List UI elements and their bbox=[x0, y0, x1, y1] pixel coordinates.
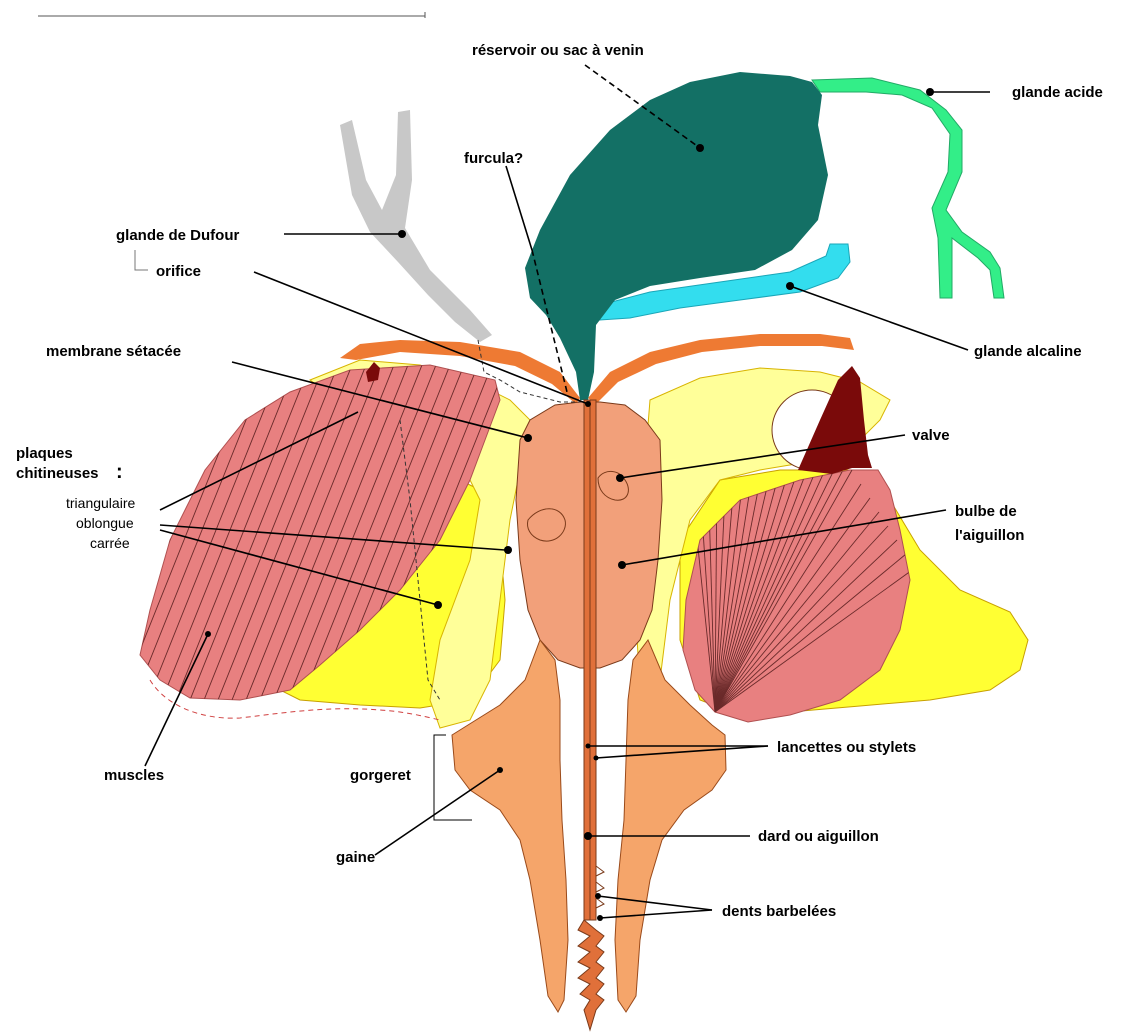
label-sheath: gaine bbox=[336, 849, 375, 866]
label-chitinous-plates-1: plaques bbox=[16, 445, 73, 462]
label-lancets: lancettes ou stylets bbox=[777, 739, 916, 756]
label-chitinous-colon: : bbox=[116, 461, 123, 483]
label-sting: dard ou aiguillon bbox=[758, 828, 879, 845]
label-quadrate: carrée bbox=[90, 535, 130, 551]
label-chitinous-plates-2: chitineuses bbox=[16, 465, 99, 482]
label-valve: valve bbox=[912, 427, 950, 444]
label-bulb-1: bulbe de bbox=[955, 503, 1017, 520]
label-triangular: triangulaire bbox=[66, 495, 135, 511]
barbed-tip bbox=[578, 920, 604, 1030]
label-bulb-2: l'aiguillon bbox=[955, 527, 1024, 544]
dufour-gland bbox=[340, 110, 492, 342]
label-setaceous-membrane: membrane sétacée bbox=[46, 343, 181, 360]
label-furcula: furcula? bbox=[464, 150, 523, 167]
label-barbed-teeth: dents barbelées bbox=[722, 903, 836, 920]
label-orifice: orifice bbox=[156, 263, 201, 280]
label-alkaline-gland: glande alcaline bbox=[974, 343, 1082, 360]
label-dufour-gland: glande de Dufour bbox=[116, 227, 239, 244]
label-acid-gland: glande acide bbox=[1012, 84, 1103, 101]
shaft-barbs bbox=[596, 866, 604, 908]
label-oblong: oblongue bbox=[76, 515, 134, 531]
label-muscles: muscles bbox=[104, 767, 164, 784]
label-gorgeret: gorgeret bbox=[350, 767, 411, 784]
label-venom-reservoir: réservoir ou sac à venin bbox=[472, 42, 644, 59]
